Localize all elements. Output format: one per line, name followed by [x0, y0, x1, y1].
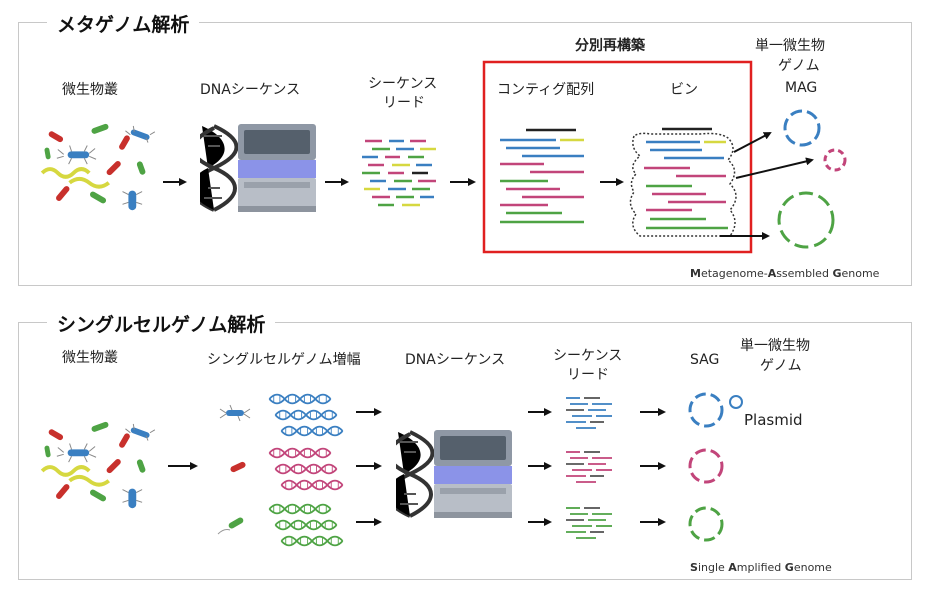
- bins-illustration: [629, 127, 737, 237]
- single-cell-panel: [18, 322, 912, 580]
- arrow-icon: [735, 157, 814, 179]
- sequence-label: シーケンス: [368, 76, 438, 92]
- mag-genome-blue: [783, 109, 821, 147]
- reads-green: [566, 507, 612, 539]
- single-cell-title: シングルセルゲノム解析: [47, 310, 276, 337]
- amplified-dna-blue: [268, 393, 344, 437]
- reads-label: リード: [383, 95, 425, 111]
- dna-sequencing-label: DNAシーケンス: [200, 82, 301, 98]
- binning-box-title: 分別再構築: [575, 38, 645, 54]
- sag-footnote: Single Amplified Genome: [690, 561, 832, 574]
- microbiome-illustration-2: [40, 420, 157, 511]
- reads-pink: [566, 451, 612, 483]
- sag-genome-blue: [688, 392, 724, 428]
- bin-label: ビン: [670, 82, 698, 98]
- sequencer-illustration: [200, 122, 318, 214]
- microbiome-label: 微生物叢: [62, 82, 118, 98]
- plasmid-label: Plasmid: [744, 411, 803, 429]
- microbiome-label-2: 微生物叢: [62, 350, 118, 366]
- single-cell-blue: [226, 410, 244, 416]
- genome-label-1: 単一微生物: [740, 338, 810, 354]
- mag-label-3: MAG: [785, 80, 818, 96]
- dna-sequencing-label-2: DNAシーケンス: [405, 352, 506, 368]
- mag-genome-pink: [823, 148, 847, 172]
- metagenome-panel: [18, 22, 912, 286]
- binning-box: [482, 60, 753, 254]
- single-cell-red: [230, 461, 246, 473]
- sequence-label-2: シーケンス: [553, 348, 623, 364]
- sag-genome-green: [688, 506, 724, 542]
- amplified-dna-green: [268, 503, 344, 547]
- genome-label-2: ゲノム: [760, 358, 802, 374]
- microbiome-illustration: [40, 122, 157, 213]
- sag-genome-pink: [688, 448, 724, 484]
- mag-label-1: 単一微生物: [755, 38, 825, 54]
- contig-label: コンティグ配列: [497, 82, 595, 98]
- sag-label: SAG: [690, 352, 720, 368]
- mag-footnote: Metagenome-Assembled Genome: [690, 267, 880, 280]
- single-cell-green: [228, 517, 244, 529]
- contigs-illustration: [500, 128, 584, 224]
- mag-label-2: ゲノム: [778, 58, 820, 74]
- sequence-reads-illustration: [362, 139, 436, 207]
- reads-label-2: リード: [567, 367, 609, 383]
- arrow-icon: [733, 132, 772, 153]
- sequencer-illustration-2: [396, 428, 514, 520]
- metagenome-title: メタゲノム解析: [47, 10, 200, 37]
- plasmid-icon: [729, 395, 743, 409]
- amplified-dna-pink: [268, 447, 344, 491]
- mag-genome-green: [777, 191, 835, 249]
- single-cell-amplification-label: シングルセルゲノム増幅: [207, 352, 361, 368]
- reads-blue: [566, 397, 612, 429]
